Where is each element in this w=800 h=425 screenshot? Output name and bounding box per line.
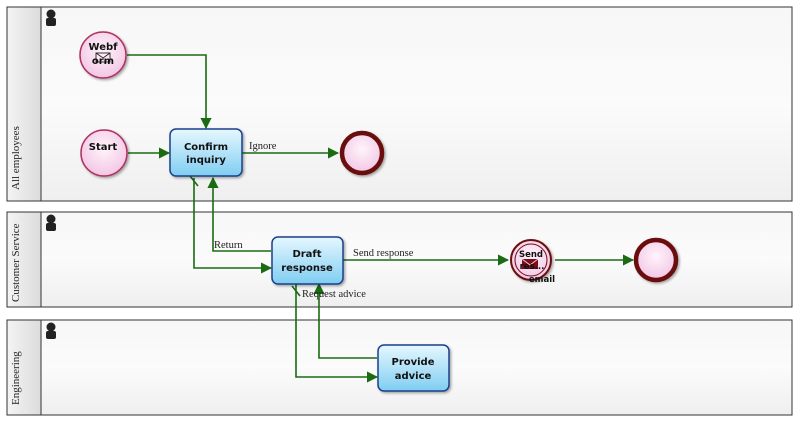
draft-response-task[interactable] — [271, 236, 344, 285]
end-event-ignore[interactable] — [339, 130, 385, 176]
confirm-label-line1: Confirm — [184, 142, 228, 153]
lane-all-employees: All employees — [6, 6, 793, 202]
default-flow-marker — [189, 175, 199, 187]
lane-label-engineering: Engineering — [10, 351, 22, 405]
edge-label-request-advice: Request advice — [302, 289, 366, 300]
confirm-label-line2: inquiry — [186, 155, 226, 166]
start-label: Start — [89, 142, 118, 153]
webform-label-line1: Webf — [89, 42, 119, 53]
lane-label-all-employees: All employees — [10, 126, 22, 190]
send-label-line2: res... — [520, 262, 545, 272]
edge-advice-return[interactable] — [313, 282, 377, 359]
send-label-line1: Send — [519, 250, 543, 260]
person-icon — [46, 9, 56, 26]
lane-label-customer-service: Customer Service — [10, 223, 22, 302]
edges — [127, 54, 635, 383]
edge-request-advice[interactable] — [295, 284, 379, 383]
confirm-inquiry-task[interactable] — [169, 128, 243, 177]
person-icon — [46, 322, 56, 339]
send-label-sub: email — [529, 275, 555, 285]
advice-label-line1: Provide — [391, 357, 434, 368]
default-flow-marker — [291, 285, 301, 297]
edge-webform-to-confirm[interactable] — [127, 54, 212, 130]
draft-label-line2: response — [281, 263, 333, 274]
person-icon — [46, 214, 56, 231]
webform-label-line2: orm — [92, 56, 114, 67]
edge-return[interactable] — [207, 176, 271, 252]
advice-label-line2: advice — [395, 371, 432, 382]
end-event-response[interactable] — [633, 237, 679, 283]
webform-start-event[interactable] — [79, 31, 127, 79]
edge-label-send-response: Send response — [353, 248, 414, 259]
start-event[interactable] — [80, 129, 128, 177]
edge-label-ignore: Ignore — [249, 141, 277, 152]
draft-label-line1: Draft — [292, 249, 321, 260]
edge-confirm-to-draft[interactable] — [193, 178, 273, 274]
provide-advice-task[interactable] — [377, 344, 450, 392]
edge-label-return: Return — [214, 240, 243, 251]
envelope-filled-icon — [521, 258, 539, 269]
envelope-icon — [95, 52, 111, 63]
